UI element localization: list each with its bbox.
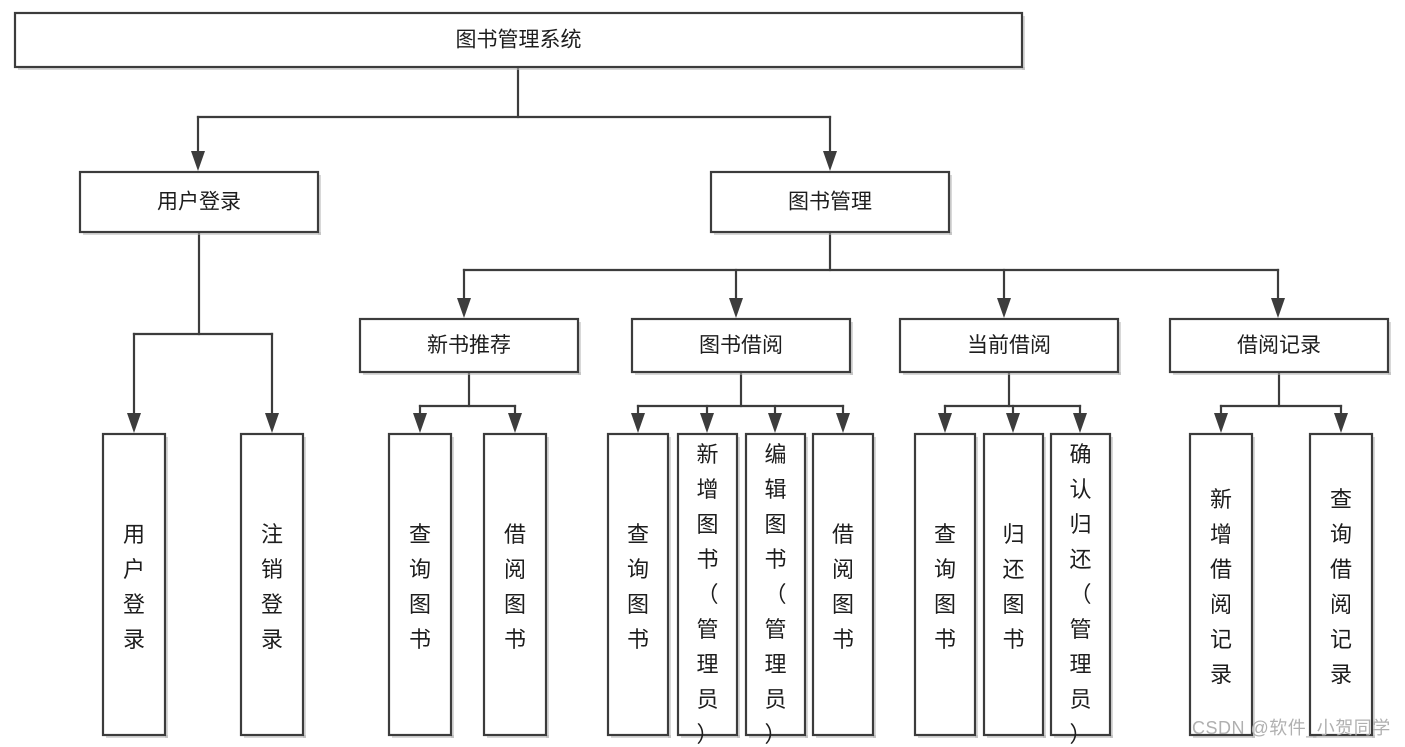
node-return-book[interactable]: 归还图书 — [982, 432, 1046, 738]
node-add-borrow-record[interactable]: 新增借阅记录 — [1188, 432, 1255, 738]
connector-borrow-records-bus — [1214, 370, 1348, 433]
node-box-book-borrow[interactable] — [630, 317, 852, 374]
arrow-head-icon — [1006, 413, 1020, 433]
node-label-user-login-leaf: 用户登录 — [123, 522, 145, 652]
connectors-layer — [127, 65, 1348, 433]
node-box-return-book[interactable] — [982, 432, 1045, 737]
node-query-book-3[interactable]: 查询图书 — [913, 432, 978, 738]
arrow-head-icon — [823, 151, 837, 171]
node-borrow-book-1[interactable]: 借阅图书 — [482, 432, 549, 738]
arrow-head-icon — [1073, 413, 1087, 433]
node-box-confirm-return-admin[interactable] — [1049, 432, 1112, 737]
node-box-add-book-admin[interactable] — [676, 432, 739, 737]
node-label-borrow-records: 借阅记录 — [1237, 334, 1321, 357]
arrow-head-icon — [191, 151, 205, 171]
node-label-query-borrow-record: 查询借阅记录 — [1330, 487, 1352, 687]
node-box-query-book-1[interactable] — [387, 432, 453, 737]
arrow-head-icon — [768, 413, 782, 433]
connector-book-borrow-bus — [631, 370, 850, 433]
arrow-head-icon — [836, 413, 850, 433]
node-box-user-login[interactable] — [78, 170, 320, 234]
arrow-head-icon — [457, 298, 471, 318]
node-label-book-borrow: 图书借阅 — [699, 334, 783, 357]
node-edit-book-admin[interactable]: 编辑图书（管理员） — [744, 432, 808, 747]
node-label-root: 图书管理系统 — [456, 29, 582, 52]
node-borrow-book-2[interactable]: 借阅图书 — [811, 432, 876, 738]
node-label-query-book-3: 查询图书 — [934, 522, 956, 652]
node-label-add-borrow-record: 新增借阅记录 — [1210, 487, 1232, 687]
node-label-query-book-2: 查询图书 — [627, 522, 649, 652]
arrow-head-icon — [729, 298, 743, 318]
connector-root-bus — [191, 65, 837, 171]
connector-user-login-bus — [127, 230, 279, 433]
arrow-head-icon — [265, 413, 279, 433]
node-box-new-book-recommend[interactable] — [358, 317, 580, 374]
connector-new-book-bus — [413, 370, 522, 433]
node-box-query-borrow-record[interactable] — [1308, 432, 1374, 737]
node-current-borrow[interactable]: 当前借阅 — [898, 317, 1121, 375]
node-add-book-admin[interactable]: 新增图书（管理员） — [676, 432, 740, 747]
node-box-logout-leaf[interactable] — [239, 432, 305, 737]
node-query-book-1[interactable]: 查询图书 — [387, 432, 454, 738]
arrow-head-icon — [631, 413, 645, 433]
node-box-borrow-book-2[interactable] — [811, 432, 875, 737]
node-user-login-leaf[interactable]: 用户登录 — [101, 432, 168, 738]
node-label-book-management: 图书管理 — [788, 191, 872, 214]
node-new-book-recommend[interactable]: 新书推荐 — [358, 317, 581, 375]
node-label-new-book-recommend: 新书推荐 — [427, 334, 511, 357]
node-logout-leaf[interactable]: 注销登录 — [239, 432, 306, 738]
node-user-login[interactable]: 用户登录 — [78, 170, 321, 235]
node-box-borrow-records[interactable] — [1168, 317, 1390, 374]
arrow-head-icon — [938, 413, 952, 433]
arrow-head-icon — [700, 413, 714, 433]
node-query-borrow-record[interactable]: 查询借阅记录 — [1308, 432, 1375, 738]
connector-current-borrow-bus — [938, 370, 1087, 433]
node-box-query-book-3[interactable] — [913, 432, 977, 737]
node-label-user-login: 用户登录 — [157, 191, 241, 214]
node-root[interactable]: 图书管理系统 — [13, 11, 1025, 70]
nodes-layer: 图书管理系统用户登录用户登录注销登录图书管理新书推荐查询图书借阅图书图书借阅查询… — [13, 11, 1391, 747]
node-label-query-book-1: 查询图书 — [409, 522, 431, 652]
node-label-current-borrow: 当前借阅 — [967, 334, 1051, 357]
arrow-head-icon — [127, 413, 141, 433]
node-box-current-borrow[interactable] — [898, 317, 1120, 374]
arrow-head-icon — [413, 413, 427, 433]
node-label-logout-leaf: 注销登录 — [261, 522, 283, 652]
node-label-borrow-book-1: 借阅图书 — [504, 522, 526, 652]
node-box-book-management[interactable] — [709, 170, 951, 234]
arrow-head-icon — [1271, 298, 1285, 318]
node-label-confirm-return-admin: 确认归还（管理员） — [1069, 442, 1091, 747]
node-label-return-book: 归还图书 — [1002, 522, 1024, 652]
node-box-query-book-2[interactable] — [606, 432, 670, 737]
arrow-head-icon — [1334, 413, 1348, 433]
node-borrow-records[interactable]: 借阅记录 — [1168, 317, 1391, 375]
node-query-book-2[interactable]: 查询图书 — [606, 432, 671, 738]
node-label-add-book-admin: 新增图书（管理员） — [696, 442, 718, 747]
node-box-add-borrow-record[interactable] — [1188, 432, 1254, 737]
arrow-head-icon — [508, 413, 522, 433]
node-box-borrow-book-1[interactable] — [482, 432, 548, 737]
connector-book-management-bus — [457, 230, 1285, 318]
node-box-user-login-leaf[interactable] — [101, 432, 167, 737]
node-box-edit-book-admin[interactable] — [744, 432, 807, 737]
arrow-head-icon — [1214, 413, 1228, 433]
arrow-head-icon — [997, 298, 1011, 318]
node-book-management[interactable]: 图书管理 — [709, 170, 952, 235]
node-book-borrow[interactable]: 图书借阅 — [630, 317, 853, 375]
node-box-root[interactable] — [13, 11, 1024, 69]
node-label-borrow-book-2: 借阅图书 — [832, 522, 854, 652]
node-confirm-return-admin[interactable]: 确认归还（管理员） — [1049, 432, 1113, 747]
node-label-edit-book-admin: 编辑图书（管理员） — [764, 442, 786, 747]
